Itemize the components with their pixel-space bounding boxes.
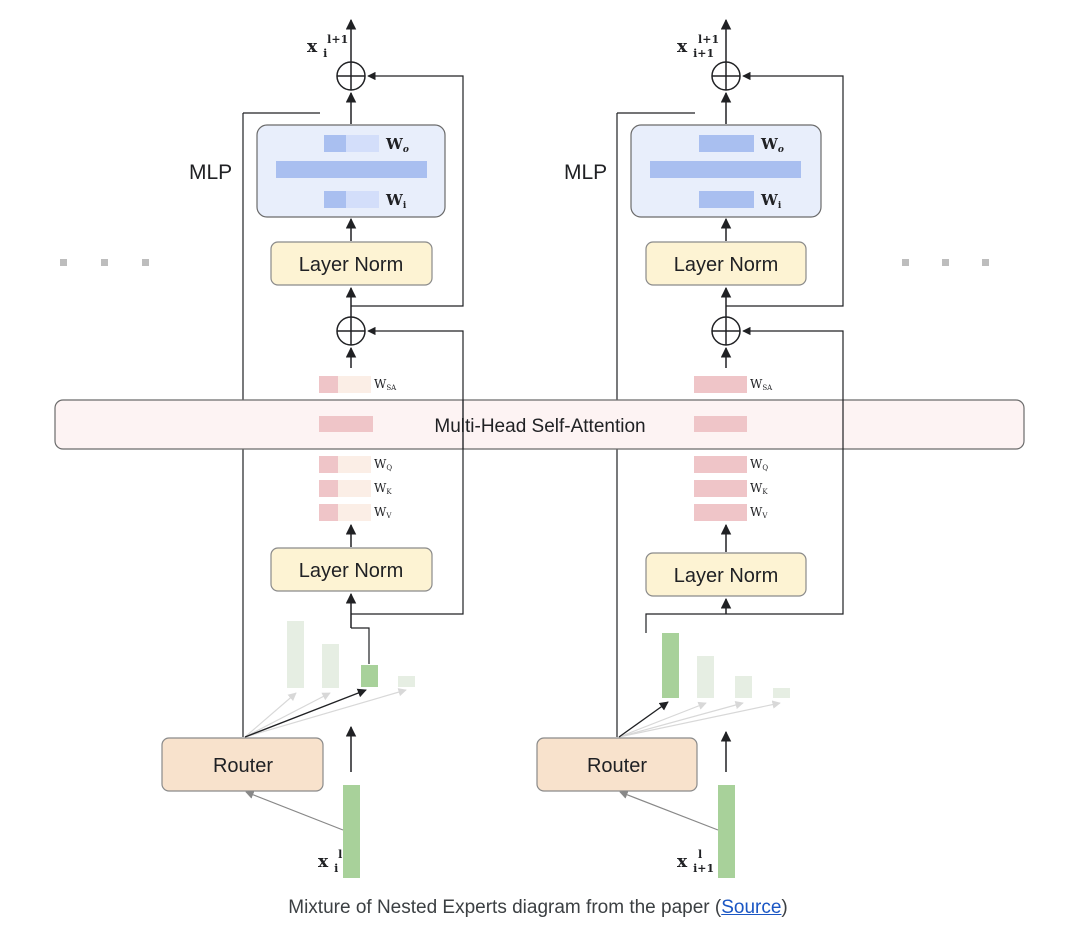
svg-text:WV: WV xyxy=(750,505,768,520)
residual-add-icon-top-right xyxy=(711,61,741,91)
residual-add-icon-mid-right xyxy=(711,316,741,346)
layer-norm-bottom-right xyxy=(645,552,807,597)
svg-text:Layer Norm: Layer Norm xyxy=(299,254,403,276)
ellipsis-right xyxy=(902,259,989,266)
transformer-block-right: x i+1 l+1 Wo Wi MLP Layer Norm xyxy=(564,18,844,737)
svg-text:Router: Router xyxy=(213,755,273,777)
router-box-right xyxy=(536,737,698,792)
weight-label-wsa-left: WSA xyxy=(374,377,397,392)
input-token-bar-left xyxy=(343,785,360,878)
router-box-left xyxy=(161,737,324,792)
svg-text:WQ: WQ xyxy=(374,457,392,472)
residual-add-icon-mid-left xyxy=(336,316,366,346)
expert-bar xyxy=(697,656,714,698)
layer-norm-top-left xyxy=(270,241,433,286)
svg-text:Router: Router xyxy=(587,755,647,777)
svg-text:Layer Norm: Layer Norm xyxy=(674,565,778,587)
expert-bar-selected xyxy=(361,665,378,687)
mone-diagram: x i l+1 Wo Wi MLP Layer Norm xyxy=(54,18,1025,878)
svg-text:WK: WK xyxy=(750,481,768,496)
expert-bar xyxy=(398,676,415,687)
svg-text:Layer Norm: Layer Norm xyxy=(299,560,403,582)
mlp-label-right: MLP xyxy=(564,161,607,184)
expert-bar xyxy=(773,688,790,698)
output-token-label-left: x i l+1 xyxy=(307,33,348,62)
mhsa-label: Multi-Head Self-Attention xyxy=(434,416,645,437)
weight-label-wo-right: Wo xyxy=(760,135,784,155)
mhsa-bar: Multi-Head Self-Attention xyxy=(54,399,1025,450)
output-token-label-right: x i+1 l+1 xyxy=(677,33,720,62)
svg-text:WK: WK xyxy=(374,481,392,496)
expert-bar xyxy=(287,621,304,688)
attention-lower-right: WQ WK WV Layer Norm Router x i+1 l xyxy=(536,326,844,878)
weight-label-wi-right: Wi xyxy=(760,191,782,211)
svg-text:WQ: WQ xyxy=(750,457,768,472)
caption-suffix: ) xyxy=(781,897,788,918)
weight-label-wi-left: Wi xyxy=(385,191,407,211)
ellipsis-left xyxy=(60,259,149,266)
source-link[interactable]: Source xyxy=(721,897,782,918)
attention-lower-left: WQ WK WV Layer Norm Router x i xyxy=(161,326,464,878)
caption-text: Mixture of Nested Experts diagram from t… xyxy=(288,897,722,918)
transformer-block-left: x i l+1 Wo Wi MLP Layer Norm xyxy=(189,18,464,737)
svg-text:Layer Norm: Layer Norm xyxy=(674,254,778,276)
weight-label-wsa-right: WSA xyxy=(750,377,773,392)
layer-norm-bottom-left xyxy=(270,547,433,592)
figure-caption: Mixture of Nested Experts diagram from t… xyxy=(0,897,1076,919)
expert-bar-selected xyxy=(662,633,679,698)
weight-label-wo-left: Wo xyxy=(385,135,409,155)
residual-add-icon-top-left xyxy=(336,61,366,91)
svg-text:WV: WV xyxy=(374,505,392,520)
input-token-bar-right xyxy=(718,785,735,878)
expert-bar xyxy=(735,676,752,698)
layer-norm-top-right xyxy=(645,241,807,286)
input-token-label-left: x i l xyxy=(318,848,344,877)
expert-bar xyxy=(322,644,339,688)
mlp-label-left: MLP xyxy=(189,161,232,184)
input-token-label-right: x i+1 l xyxy=(677,848,720,877)
